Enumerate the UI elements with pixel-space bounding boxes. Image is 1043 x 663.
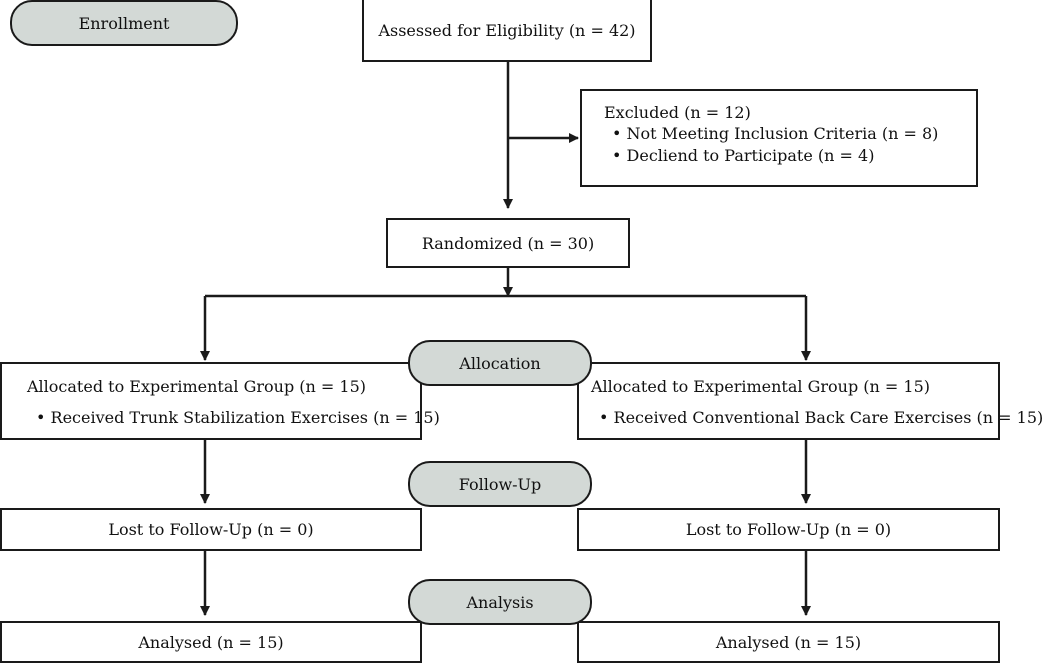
stage-analysis: Analysis [408,579,592,625]
stage-enrollment-label: Enrollment [78,13,170,33]
assessed-box: Assessed for Eligibility (n = 42) [362,0,652,62]
left-analysed-label: Analysed (n = 15) [138,632,284,652]
left-allocated-label: Allocated to Experimental Group (n = 15) [27,377,367,396]
flow-connectors [200,62,811,616]
stage-analysis-label: Analysis [466,592,534,612]
assessed-label: Assessed for Eligibility (n = 42) [378,20,636,40]
stage-enrollment: Enrollment [10,0,238,46]
randomized-box: Randomized (n = 30) [386,218,630,268]
stage-allocation: Allocation [408,340,592,386]
excluded-item: Not Meeting Inclusion Criteria (n = 8) [612,124,939,143]
excluded-title: Excluded (n = 12) [604,103,751,122]
right-lost-box: Lost to Follow-Up (n = 0) [577,508,1000,551]
excluded-item-text: Decliend to Participate (n = 4) [626,146,875,165]
randomized-label: Randomized (n = 30) [421,233,595,253]
left-lost-box: Lost to Follow-Up (n = 0) [0,508,422,551]
excluded-item: Decliend to Participate (n = 4) [612,146,875,165]
right-analysed-box: Analysed (n = 15) [577,621,1000,663]
right-received-text: Received Conventional Back Care Exercise… [613,408,1043,427]
stage-follow-up: Follow-Up [408,461,592,507]
stage-allocation-label: Allocation [459,353,541,373]
right-received-item: Received Conventional Back Care Exercise… [599,408,1043,427]
right-analysed-label: Analysed (n = 15) [715,632,862,652]
excluded-box: Excluded (n = 12) Not Meeting Inclusion … [580,89,978,187]
left-received-text: Received Trunk Stabilization Exercises (… [50,408,440,427]
left-received-item: Received Trunk Stabilization Exercises (… [36,408,440,427]
left-lost-label: Lost to Follow-Up (n = 0) [108,520,314,539]
right-allocated-box: Allocated to Experimental Group (n = 15)… [577,362,1043,440]
excluded-item-text: Not Meeting Inclusion Criteria (n = 8) [626,124,939,143]
left-allocated-box: Allocated to Experimental Group (n = 15)… [0,362,440,440]
right-lost-label: Lost to Follow-Up (n = 0) [685,520,892,539]
left-analysed-box: Analysed (n = 15) [0,621,422,663]
right-allocated-label: Allocated to Experimental Group (n = 15) [591,377,931,396]
stage-follow-up-label: Follow-Up [458,474,542,494]
